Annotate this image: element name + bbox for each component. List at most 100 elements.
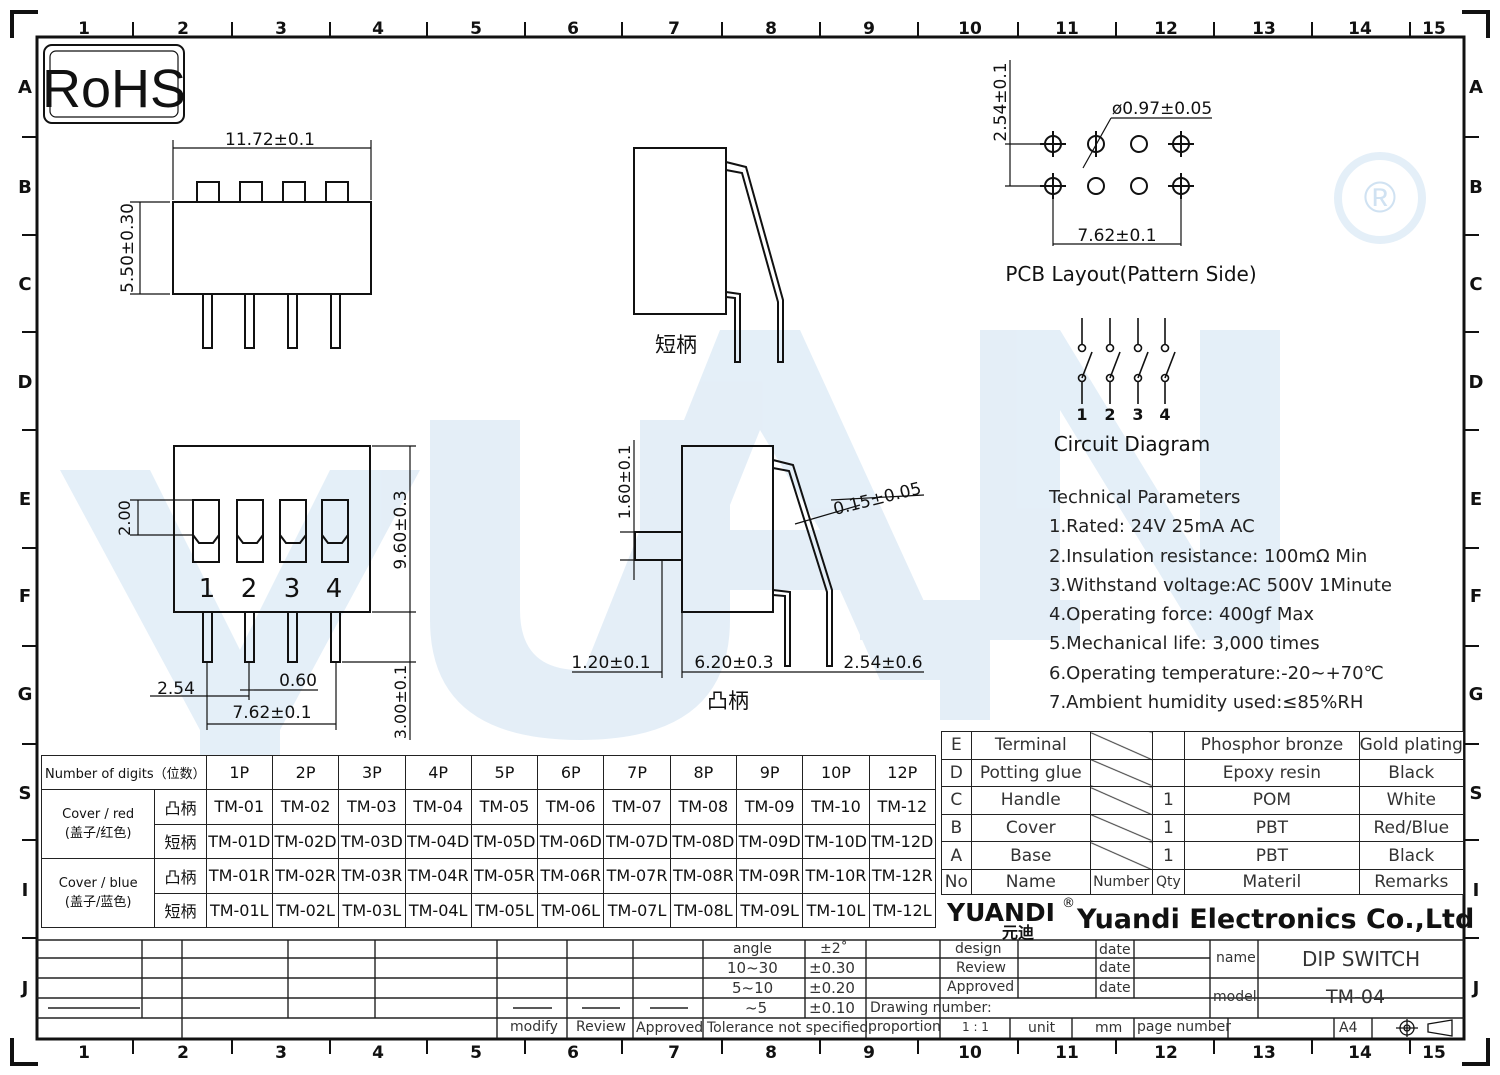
part-number-cell: TM-07R: [603, 858, 671, 894]
rohs-text: RoHS: [42, 59, 186, 119]
digits-col-header: 7P: [603, 755, 671, 790]
projection-symbol: [1396, 1019, 1453, 1037]
row-label: E: [1470, 489, 1482, 510]
bom-qty: 1: [1151, 813, 1186, 843]
row-label: C: [1469, 274, 1482, 295]
side-view-raised-drawing: [572, 440, 925, 678]
column-label: 15: [1422, 1043, 1446, 1063]
dim-front-pitch: 2.54: [157, 679, 195, 699]
column-label: 5: [470, 19, 482, 39]
part-number-cell: TM-01D: [205, 823, 273, 859]
dim-side-handle: 1.60±0.1: [615, 445, 634, 519]
tb-range-3: ~5: [745, 999, 768, 1017]
tb-tolerance: Tolerance not specified: [707, 1020, 869, 1036]
part-number-cell: TM-02R: [271, 858, 340, 894]
column-ticks: 1122334455667788991010111112121313141415…: [78, 19, 1446, 1063]
column-label: 7: [668, 19, 680, 39]
bom-header-number: Number: [1089, 868, 1153, 896]
tb-unit: unit: [1028, 1020, 1056, 1036]
digits-col-header: 5P: [470, 755, 539, 790]
tech-item: 2.Insulation resistance: 100mΩ Min: [1049, 545, 1368, 567]
part-number-cell: TM-05: [470, 789, 539, 825]
column-label: 5: [470, 1043, 482, 1063]
part-number-cell: TM-06L: [537, 892, 605, 928]
part-number-cell: TM-12D: [868, 823, 937, 859]
tech-item: 1.Rated: 24V 25mA AC: [1049, 516, 1255, 538]
part-number-cell: TM-05R: [470, 858, 539, 894]
row-label: D: [18, 372, 33, 393]
column-label: 12: [1154, 19, 1178, 39]
bom-qty: 1: [1151, 786, 1186, 815]
row-label: D: [1469, 372, 1484, 393]
bom-no: C: [941, 786, 972, 815]
tb-approved2: Approved: [947, 979, 1015, 995]
part-number-cell: TM-09: [735, 789, 804, 825]
bom-material: POM: [1184, 786, 1360, 815]
circuit-number-1: 1: [1076, 405, 1087, 424]
tb-modify: modify: [510, 1019, 558, 1035]
dim-side-b: 6.20±0.3: [694, 653, 773, 673]
circuit-diagram-title: Circuit Diagram: [1054, 432, 1211, 456]
part-number-cell: TM-10R: [802, 858, 870, 894]
column-label: 6: [567, 19, 579, 39]
column-label: 14: [1348, 19, 1372, 39]
bom-name: Handle: [970, 786, 1091, 815]
part-number-cell: TM-03D: [338, 823, 406, 859]
circuit-number-2: 2: [1104, 405, 1115, 424]
tech-item: 5.Mechanical life: 3,000 times: [1049, 633, 1320, 655]
column-label: 4: [372, 19, 384, 39]
column-label: 14: [1348, 1043, 1372, 1063]
part-number-cell: TM-09D: [735, 823, 804, 859]
tb-tol-2: ±0.20: [809, 979, 855, 997]
tb-date: date: [1099, 980, 1131, 996]
part-number-cell: TM-04: [404, 789, 472, 825]
part-number-cell: TM-09L: [735, 892, 804, 928]
bom-number: [1089, 731, 1153, 760]
digits-group-label: Cover / red(盖子/红色): [40, 789, 156, 859]
bom-qty: [1151, 731, 1186, 760]
tech-item: 7.Ambient humidity used:≤85%RH: [1049, 692, 1364, 714]
yuandi-registered-icon: ®: [1062, 896, 1075, 911]
group-label-en: Cover / blue: [58, 875, 138, 891]
circuit-diagram-drawing: [1077, 318, 1176, 404]
top-view-drawing: [130, 140, 372, 349]
title-block-grid: [37, 939, 1464, 1038]
part-number-cell: TM-04R: [404, 858, 472, 894]
digits-col-header: 12P: [868, 755, 937, 790]
sheet-frame: [10, 10, 1490, 1066]
part-number-cell: TM-03R: [338, 858, 406, 894]
bom-header-no: No: [941, 868, 972, 896]
side-view-short-drawing: [633, 147, 784, 363]
bom-no: D: [941, 758, 972, 788]
column-label: 13: [1252, 1043, 1276, 1063]
column-label: 13: [1252, 19, 1276, 39]
digits-header-label: Number of digits（位数）: [41, 755, 207, 790]
column-label: 4: [372, 1043, 384, 1063]
dim-pcb-vertical: 2.54±0.1: [991, 62, 1011, 141]
row-label: A: [18, 77, 32, 98]
part-number-cell: TM-03L: [338, 892, 406, 928]
row-label: I: [1473, 880, 1480, 901]
bom-remarks: Red/Blue: [1358, 813, 1465, 843]
tb-model-label: model: [1213, 989, 1257, 1005]
row-label: S: [1470, 783, 1483, 804]
bom-material: PBT: [1184, 813, 1360, 843]
yuandi-logo-cn: 元迪: [1002, 923, 1034, 942]
part-number-cell: TM-08L: [669, 892, 738, 928]
part-number-cell: TM-01: [205, 789, 273, 825]
row-label: A: [1469, 77, 1483, 98]
part-number-cell: TM-06: [537, 789, 605, 825]
tb-range-1: 10~30: [727, 959, 778, 977]
column-label: 10: [958, 1043, 982, 1063]
side-short-label: 短柄: [655, 333, 697, 357]
column-label: 6: [567, 1043, 579, 1063]
column-label: 8: [765, 1043, 777, 1063]
part-number-cell: TM-04L: [404, 892, 472, 928]
tb-drawing-number: Drawing number:: [870, 1000, 992, 1016]
